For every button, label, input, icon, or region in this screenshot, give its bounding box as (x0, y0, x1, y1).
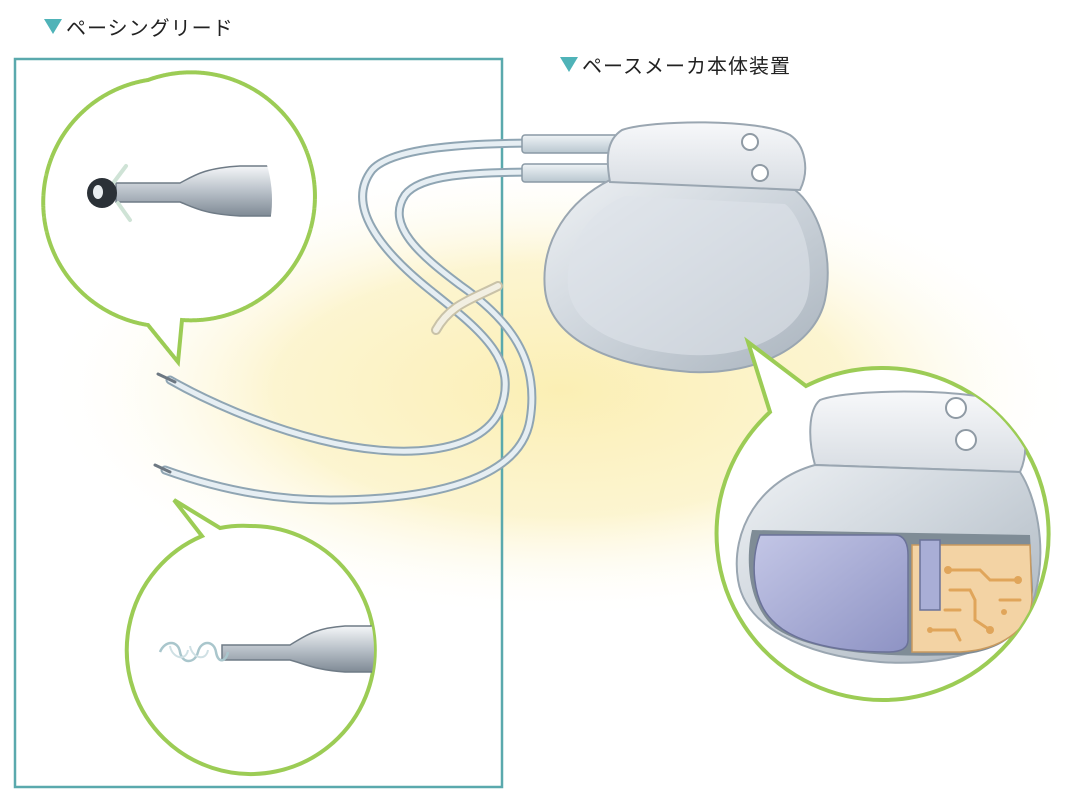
pacing-lead-label: ペーシングリード (44, 12, 234, 41)
pacing-leads (153, 134, 633, 505)
triangle-down-icon (560, 57, 578, 72)
triangle-down-icon (44, 19, 62, 34)
pacing-lead-frame (13, 57, 504, 789)
pacing-lead-label-text: ペーシングリード (66, 16, 234, 40)
pacemaker-body-label-text: ペースメーカ本体装置 (582, 54, 791, 78)
pacemaker-body-label: ペースメーカ本体装置 (560, 50, 791, 79)
pacemaker-body (543, 121, 829, 374)
callout-device-cutaway (714, 336, 1051, 702)
callout-screw-tip (124, 498, 377, 776)
callout-electrode-tip (41, 70, 317, 368)
